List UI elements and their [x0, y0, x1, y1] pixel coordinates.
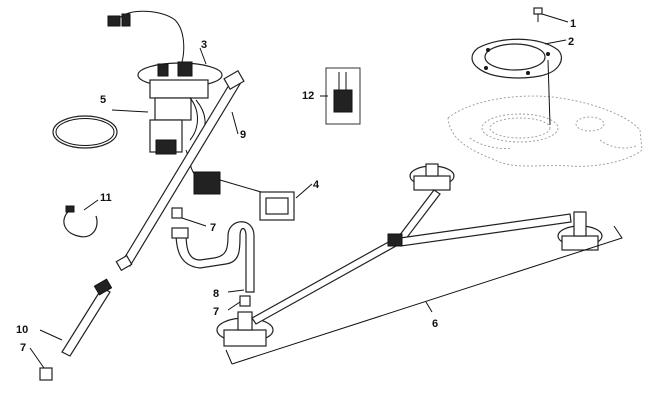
sensor-module-part: [185, 149, 295, 221]
callout-9: 9: [240, 129, 246, 141]
callout-4: 4: [313, 179, 320, 191]
callout-7-upper: 7: [210, 222, 216, 234]
o-ring-part: [52, 115, 118, 149]
callout-11: 11: [100, 192, 112, 204]
callout-7-middle: 7: [213, 306, 219, 318]
callout-10: 10: [16, 324, 28, 336]
filter-hose-part: [61, 278, 113, 357]
callout-2: 2: [568, 36, 574, 48]
hose-clamp-parts: [39, 207, 251, 381]
callout-labels: 1 2 3 4 5 6 7 7 7 8 9 10 11 12: [16, 18, 576, 354]
fuel-pump-assembly: [107, 10, 223, 155]
bolt-part: [533, 7, 543, 22]
bent-tube-part: [171, 221, 255, 293]
callout-6: 6: [432, 318, 438, 330]
callout-1: 1: [570, 18, 576, 30]
fuel-tank-outline: [447, 95, 643, 167]
callout-5: 5: [100, 94, 106, 106]
leader-lines: [29, 13, 569, 369]
retaining-ring-part: [471, 38, 562, 126]
callout-12: 12: [302, 90, 314, 102]
pickup-assembly-part: [216, 163, 623, 365]
callout-8: 8: [213, 288, 219, 300]
callout-7-lower: 7: [20, 342, 26, 354]
fuel-hose-part: [115, 69, 245, 272]
clamp-part: [63, 205, 98, 238]
connector-part: [325, 67, 361, 125]
callout-3: 3: [201, 39, 207, 51]
